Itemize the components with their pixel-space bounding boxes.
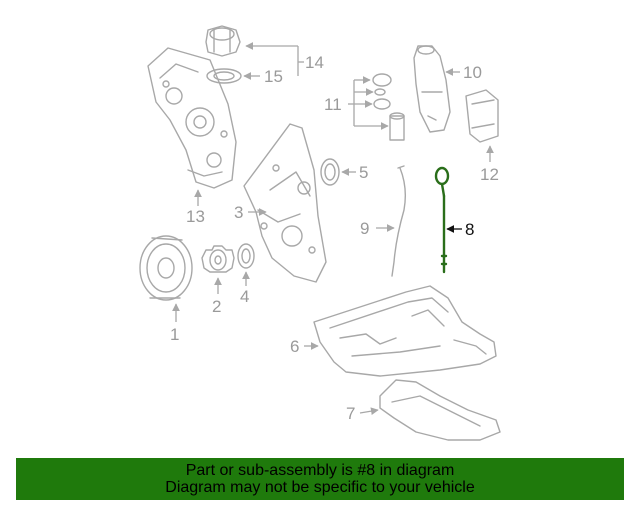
callout-9: 9 — [360, 219, 369, 238]
part-5-seal — [320, 158, 340, 186]
callout-1: 1 — [170, 325, 179, 344]
callout-10: 10 — [463, 63, 482, 82]
callout-13: 13 — [186, 207, 205, 226]
part-4-seal — [237, 243, 255, 269]
callout-8: 8 — [465, 220, 474, 239]
part-12-oil-cooler — [465, 89, 499, 143]
callout-14: 14 — [305, 53, 324, 72]
part-13-housing — [147, 47, 237, 189]
banner-line-2: Diagram may not be specific to your vehi… — [165, 479, 475, 496]
callout-5: 5 — [359, 163, 368, 182]
callout-2: 2 — [212, 297, 221, 316]
leader-7 — [359, 407, 379, 416]
leader-11 — [348, 76, 389, 130]
part-6-oil-pan — [313, 285, 497, 377]
part-15-seal-ring — [206, 68, 242, 84]
info-banner: Part or sub-assembly is #8 in diagram Di… — [16, 458, 624, 500]
callout-4: 4 — [240, 287, 249, 306]
part-9-guide-tube — [391, 165, 407, 277]
part-3-front-cover — [243, 123, 327, 283]
leader-14-15 — [243, 42, 304, 80]
part-2-sprocket — [201, 245, 235, 273]
callout-12: 12 — [480, 165, 499, 184]
banner-line-1: Part or sub-assembly is #8 in diagram — [185, 462, 455, 479]
part-1-pulley — [139, 235, 193, 301]
part-11-filter-kit — [372, 73, 405, 141]
part-7-lower-pan — [379, 379, 501, 441]
callout-11: 11 — [324, 95, 342, 114]
part-14-oil-filler-cap — [205, 25, 241, 57]
callout-15: 15 — [264, 67, 283, 86]
callout-7: 7 — [346, 404, 355, 423]
parts-diagram: 14 15 13 3 5 — [139, 25, 501, 441]
callout-3: 3 — [234, 203, 243, 222]
callout-6: 6 — [290, 337, 299, 356]
part-10-filter-housing — [413, 45, 451, 133]
part-8-dipstick — [434, 166, 450, 274]
